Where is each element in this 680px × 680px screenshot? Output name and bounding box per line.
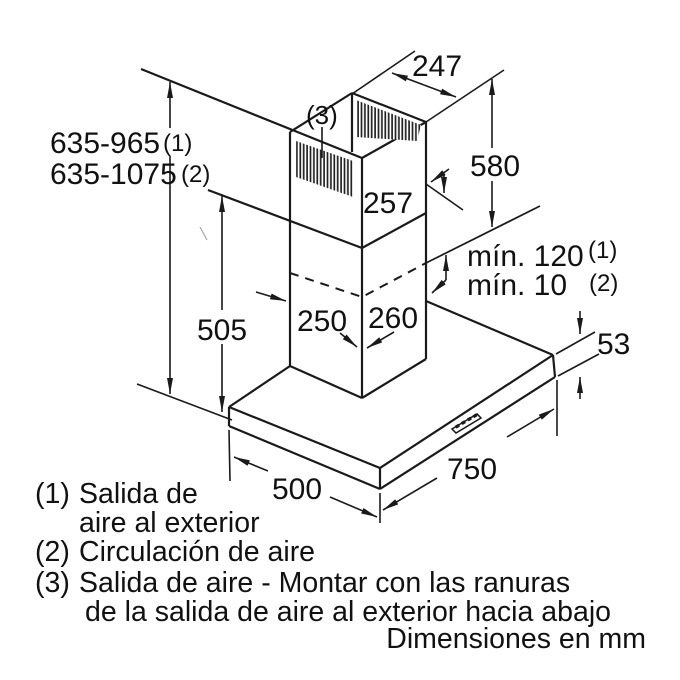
min-clearance-1-sup: (1) [588, 237, 617, 264]
legend-item1-num: (1) [35, 478, 70, 510]
dimension-labels: 635-965 (1) 635-1075 (2) 247 580 257 mín… [50, 50, 630, 506]
flue-height-label: 580 [470, 150, 520, 183]
duct-level-dashed-line [289, 205, 541, 299]
wall-height-label: 505 [197, 314, 247, 347]
vent-callout-label: (3) [306, 100, 338, 130]
legend-item2-text: Circulación de aire [79, 536, 315, 568]
hood-body [227, 299, 557, 491]
duct-width-label: 260 [368, 302, 418, 335]
height-range-1-sup: (1) [163, 130, 192, 157]
air-outlet-vent-back [356, 100, 421, 141]
legend-item2-num: (2) [35, 536, 70, 568]
control-panel[interactable] [450, 413, 483, 434]
min-clearance-2-label: mín. 10 [467, 269, 567, 302]
body-width-label: 750 [447, 453, 497, 486]
top-width-label: 247 [412, 50, 462, 83]
flue-overlap-label: 257 [363, 187, 413, 220]
legend-item3-num: (3) [35, 567, 70, 599]
chimney-duct [140, 67, 428, 400]
extension-lines [136, 50, 600, 523]
duct-depth-label: 250 [297, 305, 347, 338]
body-depth-label: 500 [272, 473, 322, 506]
body-height-label: 53 [597, 328, 630, 361]
height-range-2-label: 635-1075 [50, 158, 177, 191]
height-range-2-sup: (2) [181, 161, 210, 188]
units-note: Dimensiones en mm [386, 623, 646, 655]
height-range-1-label: 635-965 [50, 127, 160, 160]
legend-item3-line2: de la salida de aire al exterior hacia a… [85, 596, 611, 628]
min-clearance-2-sup: (2) [589, 270, 618, 297]
legend: (1) Salida de aire al exterior (2) Circu… [35, 478, 646, 655]
air-outlet-vent-left [296, 141, 353, 197]
min-clearance-1-label: mín. 120 [467, 240, 584, 273]
dimension-lines [167, 72, 583, 518]
control-buttons[interactable] [454, 413, 478, 429]
legend-item1-line1: Salida de [79, 478, 198, 510]
legend-item3-line1: Salida de aire - Montar con las ranuras [79, 567, 570, 599]
legend-item1-line2: aire al exterior [79, 507, 260, 539]
